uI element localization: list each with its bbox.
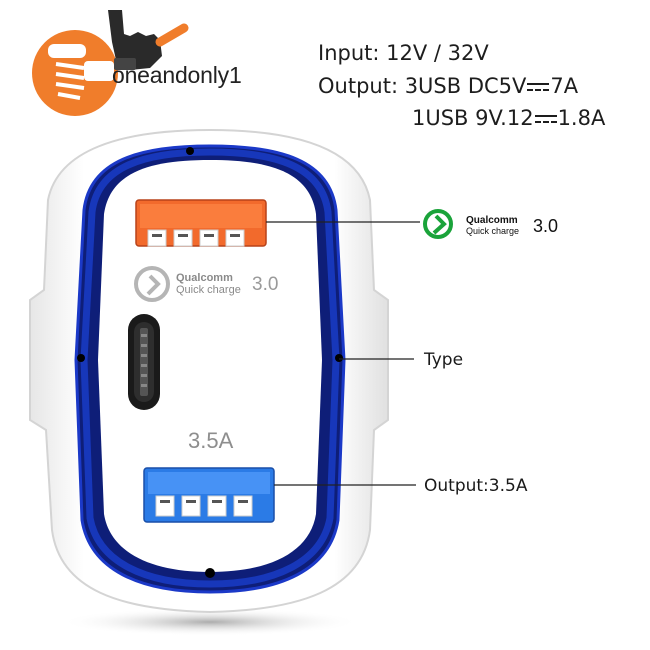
qc-usb-port — [135, 199, 267, 247]
ground-shadow — [60, 608, 360, 636]
inner-qc-label: Qualcomm Quick charge — [176, 272, 241, 296]
dc-symbol-icon — [527, 81, 550, 93]
dc-symbol-icon — [534, 113, 557, 125]
inner-qc-name: Qualcomm — [176, 272, 233, 284]
type-c-port — [128, 314, 160, 410]
qc-output-spec-prefix: 1USB 9V.12 — [412, 106, 534, 130]
output-spec-value: 7A — [550, 74, 579, 98]
standard-usb-port — [143, 467, 275, 523]
inner-qc-version: 3.0 — [252, 274, 279, 295]
qualcomm-qc-icon — [423, 209, 453, 239]
brand-name: oneandonly1 — [112, 62, 242, 88]
input-spec: Input: 12V / 32V — [318, 41, 489, 65]
ring-dot — [335, 354, 343, 362]
output-label: Output:3.5A — [424, 476, 528, 496]
ring-dot — [205, 568, 215, 578]
brand-logo-graphic — [32, 10, 189, 116]
qc-badge-text: Qualcomm Quick charge — [466, 215, 519, 236]
ring-dot — [77, 354, 85, 362]
output-spec-prefix: Output: 3USB DC5V — [318, 74, 527, 98]
inner-qc-sub: Quick charge — [176, 284, 241, 296]
output-spec: Output: 3USB DC5V 7A — [318, 74, 578, 98]
standard-port-label: 3.5A — [188, 428, 234, 453]
qc-output-spec-value: 1.8A — [557, 106, 606, 130]
qc-badge-version: 3.0 — [533, 216, 559, 236]
qualcomm-qc-icon-gray — [134, 266, 170, 302]
qc-badge-sub: Quick charge — [466, 226, 520, 236]
qc-output-spec: 1USB 9V.12 1.8A — [412, 106, 605, 130]
brand-logo — [12, 4, 192, 116]
ring-dot — [186, 147, 194, 155]
qc-badge-name: Qualcomm — [466, 215, 518, 226]
type-label: Type — [424, 350, 464, 370]
